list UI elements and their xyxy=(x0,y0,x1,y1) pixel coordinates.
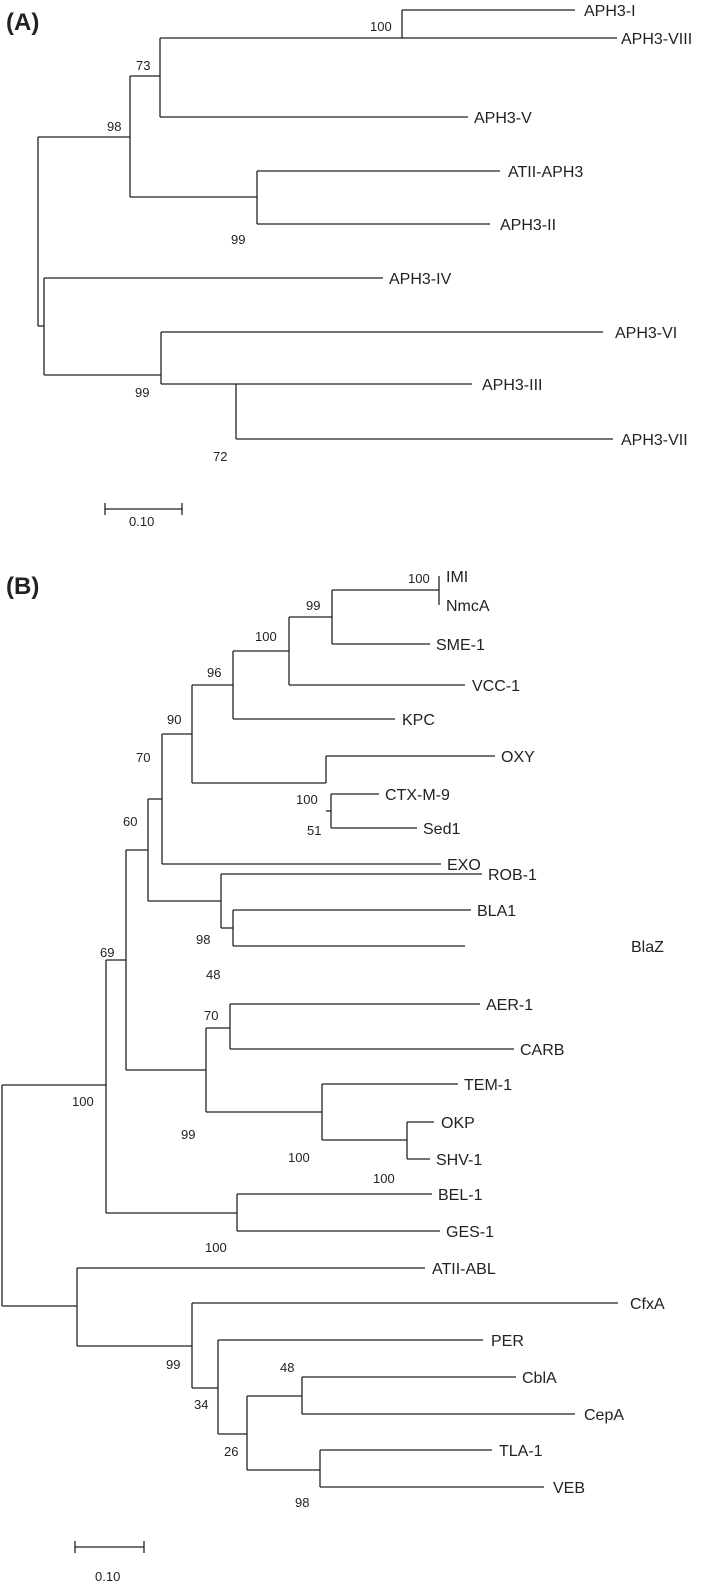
leaf-label: CfxA xyxy=(630,1296,665,1313)
panel-b-scale-bar: 0.10 xyxy=(74,1541,145,1584)
support-value: 72 xyxy=(213,449,227,464)
leaf-label: EXO xyxy=(447,857,481,874)
leaf-label: OKP xyxy=(441,1115,475,1132)
leaf-label: APH3-IV xyxy=(389,271,452,288)
leaf-label: NmcA xyxy=(446,598,490,615)
support-value: 26 xyxy=(224,1444,238,1459)
leaf-label: APH3-V xyxy=(474,110,532,127)
leaf-label: PER xyxy=(491,1333,524,1350)
panel-b-support-values: 100 99 100 96 90 100 51 70 60 98 48 69 7… xyxy=(72,571,430,1510)
leaf-label: CepA xyxy=(584,1407,624,1424)
leaf-label: ATII-ABL xyxy=(432,1261,496,1278)
panel-b: (B) xyxy=(1,569,665,1584)
support-value: 70 xyxy=(136,750,150,765)
panel-b-leaf-labels: IMI NmcA SME-1 VCC-1 KPC OXY CTX-M-9 Sed… xyxy=(385,569,665,1497)
leaf-label: IMI xyxy=(446,569,468,586)
support-value: 100 xyxy=(373,1171,395,1186)
leaf-label: TLA-1 xyxy=(499,1443,543,1460)
leaf-label: APH3-II xyxy=(500,217,556,234)
support-value: 51 xyxy=(307,823,321,838)
leaf-label: CARB xyxy=(520,1042,564,1059)
support-value: 99 xyxy=(166,1357,180,1372)
leaf-label: ATII-APH3 xyxy=(508,164,583,181)
leaf-label: OXY xyxy=(501,749,535,766)
support-value: 100 xyxy=(296,792,318,807)
support-value: 60 xyxy=(123,814,137,829)
support-value: 99 xyxy=(306,598,320,613)
support-value: 34 xyxy=(194,1397,208,1412)
support-value: 100 xyxy=(72,1094,94,1109)
leaf-label: Sed1 xyxy=(423,821,460,838)
leaf-label: APH3-VIII xyxy=(621,31,692,48)
support-value: 99 xyxy=(231,232,245,247)
leaf-label: CTX-M-9 xyxy=(385,787,450,804)
support-value: 100 xyxy=(205,1240,227,1255)
leaf-label: VCC-1 xyxy=(472,678,520,695)
leaf-label: VEB xyxy=(553,1480,585,1497)
support-value: 69 xyxy=(100,945,114,960)
support-value: 100 xyxy=(288,1150,310,1165)
support-value: 99 xyxy=(135,385,149,400)
leaf-label: BEL-1 xyxy=(438,1187,483,1204)
support-value: 100 xyxy=(255,629,277,644)
panel-a-label: (A) xyxy=(6,9,39,36)
leaf-label: APH3-III xyxy=(482,377,542,394)
leaf-label: AER-1 xyxy=(486,997,533,1014)
leaf-label: SME-1 xyxy=(436,637,485,654)
panel-a: (A) xyxy=(6,3,692,529)
leaf-label: TEM-1 xyxy=(464,1077,512,1094)
support-value: 96 xyxy=(207,665,221,680)
panel-a-leaf-labels: APH3-I APH3-VIII APH3-V ATII-APH3 APH3-I… xyxy=(389,3,692,449)
leaf-label: APH3-I xyxy=(584,3,636,20)
support-value: 48 xyxy=(280,1360,294,1375)
leaf-label: GES-1 xyxy=(446,1224,494,1241)
support-value: 70 xyxy=(204,1008,218,1023)
support-value: 99 xyxy=(181,1127,195,1142)
leaf-label: KPC xyxy=(402,712,435,729)
support-value: 73 xyxy=(136,58,150,73)
support-value: 90 xyxy=(167,712,181,727)
leaf-label: BlaZ xyxy=(631,939,664,956)
leaf-label: BLA1 xyxy=(477,903,516,920)
support-value: 100 xyxy=(408,571,430,586)
support-value: 48 xyxy=(206,967,220,982)
leaf-label: ROB-1 xyxy=(488,867,537,884)
leaf-label: APH3-VII xyxy=(621,432,688,449)
panel-a-scale-bar: 0.10 xyxy=(104,503,183,529)
support-value: 98 xyxy=(196,932,210,947)
support-value: 100 xyxy=(370,19,392,34)
panel-a-support-values: 100 73 98 99 99 72 xyxy=(107,19,392,464)
support-value: 98 xyxy=(295,1495,309,1510)
leaf-label: CblA xyxy=(522,1370,557,1387)
scale-bar-label: 0.10 xyxy=(95,1569,120,1584)
panel-a-branches xyxy=(37,9,617,440)
leaf-label: SHV-1 xyxy=(436,1152,482,1169)
support-value: 98 xyxy=(107,119,121,134)
leaf-label: APH3-VI xyxy=(615,325,677,342)
panel-b-branches xyxy=(1,576,618,1488)
scale-bar-label: 0.10 xyxy=(129,514,154,529)
panel-b-label: (B) xyxy=(6,573,39,600)
